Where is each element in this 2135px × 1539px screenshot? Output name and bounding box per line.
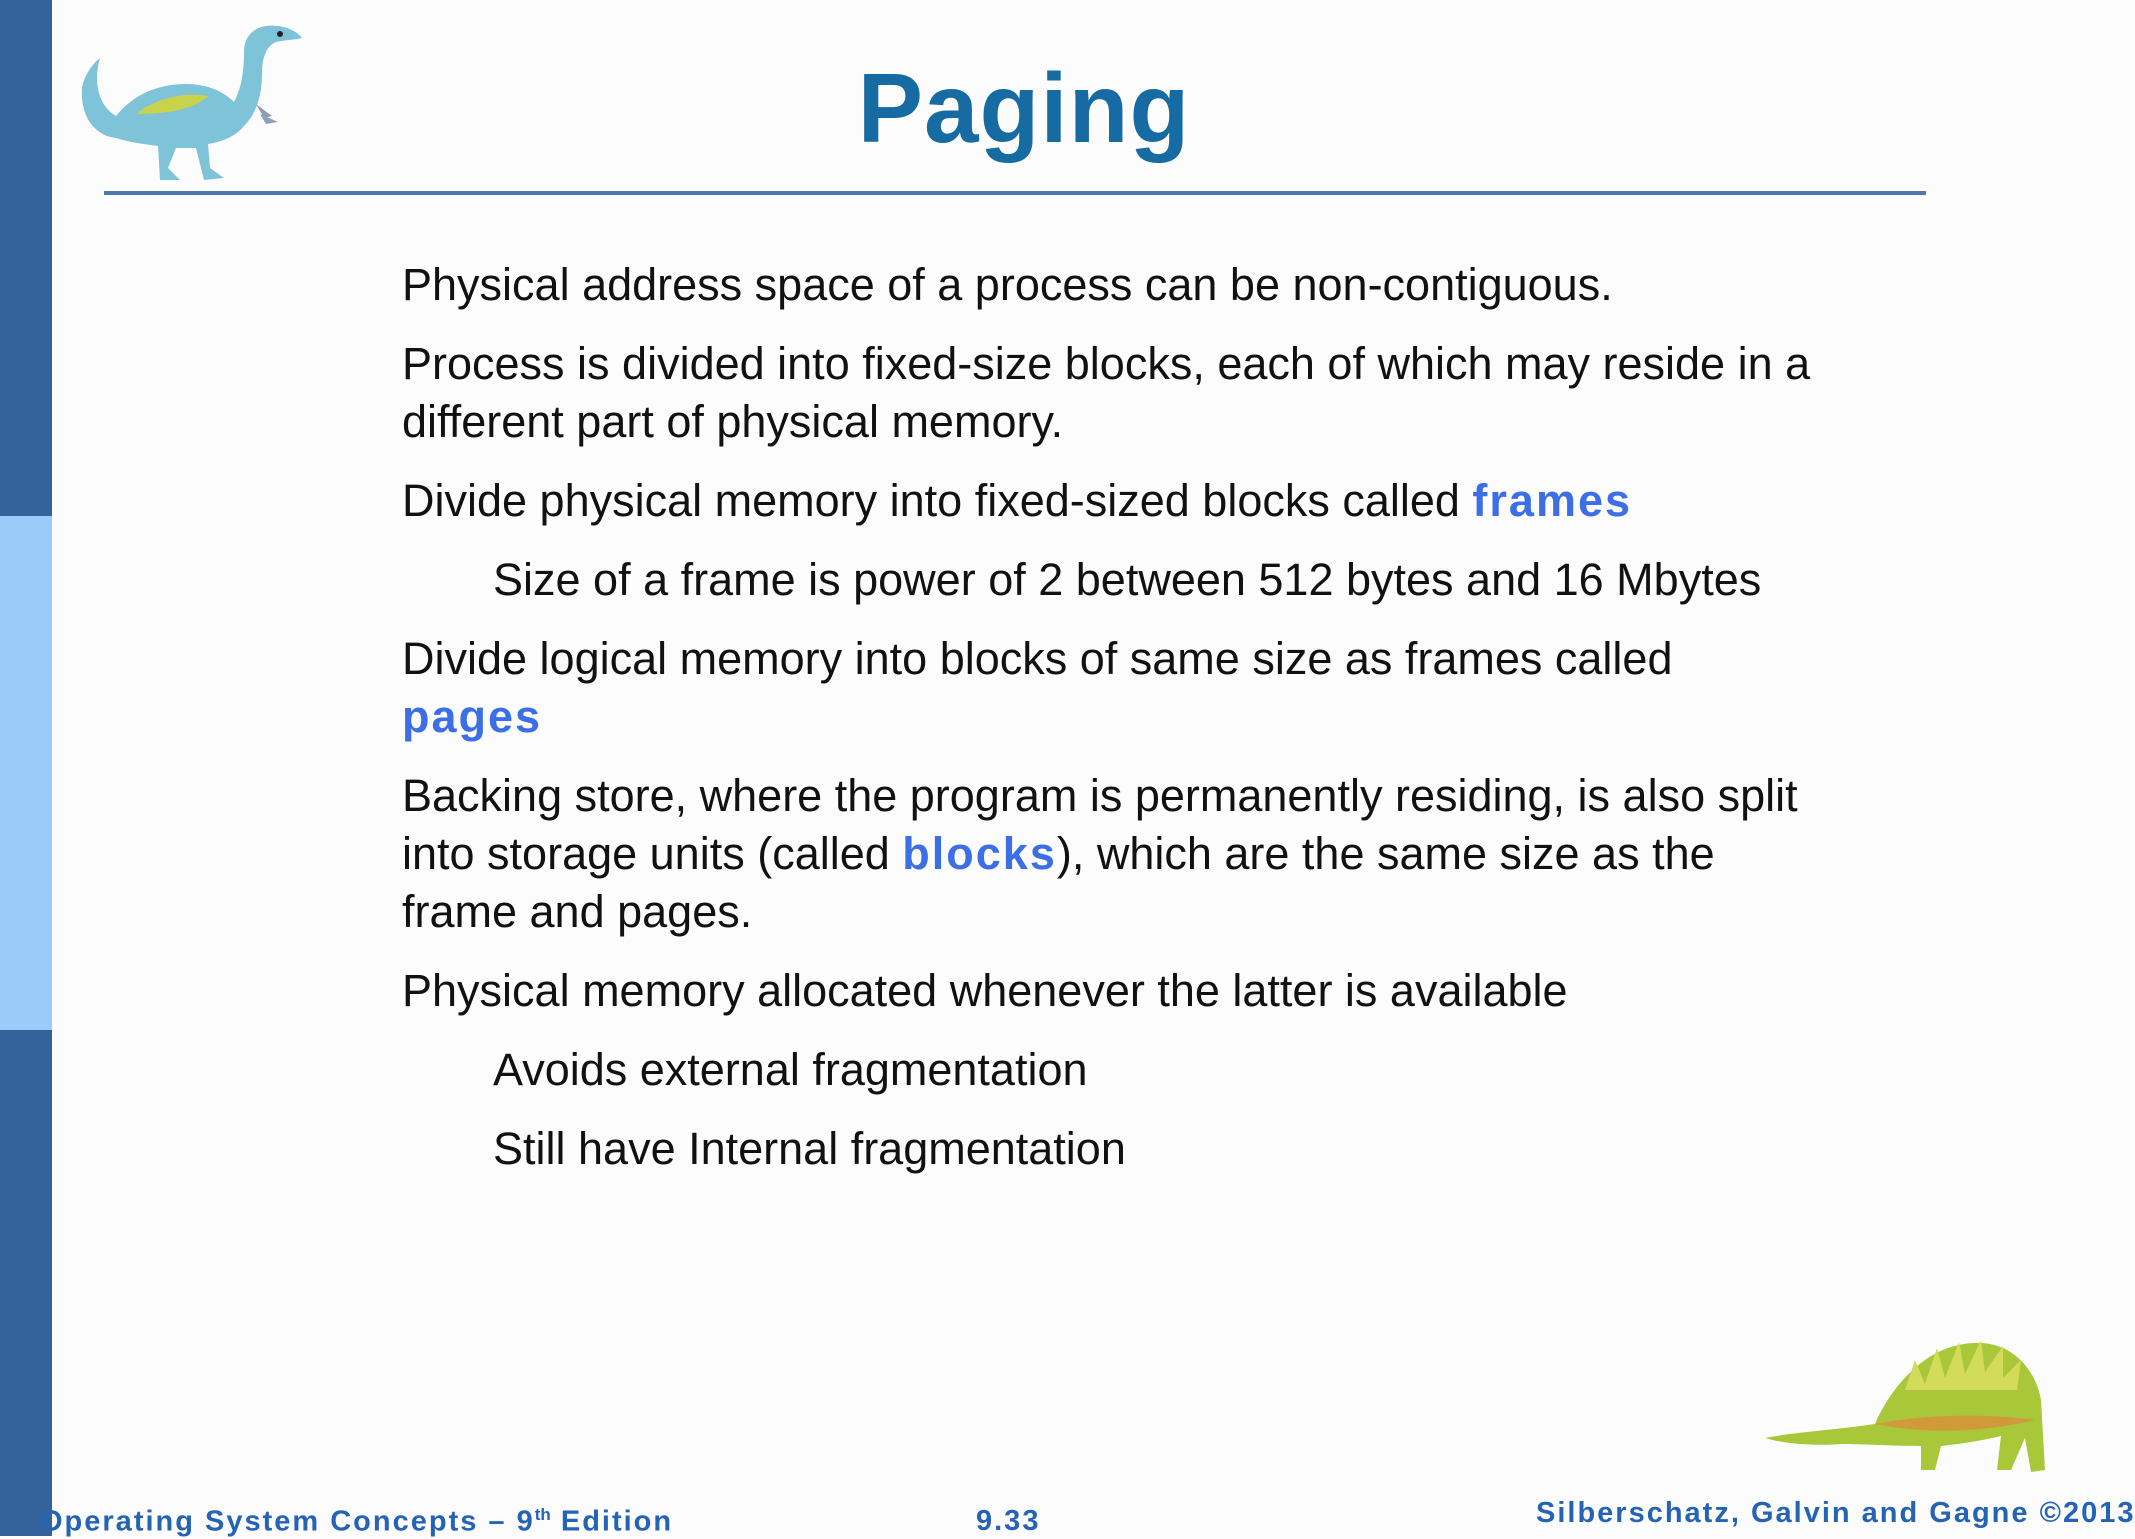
footer-page-number: 9.33	[976, 1505, 1041, 1537]
dinosaur-standing-icon	[81, 25, 302, 181]
bullet-item: Divide logical memory into blocks of sam…	[402, 633, 1673, 742]
term-frames: frames	[1472, 475, 1633, 526]
dinosaur-stegosaurus-icon	[1765, 1340, 2045, 1472]
bullet-item: Physical memory allocated whenever the l…	[402, 965, 1568, 1016]
sub-bullet-item: Size of a frame is power of 2 between 51…	[493, 554, 1762, 605]
term-blocks: blocks	[902, 828, 1057, 879]
slide-body: Physical address space of a process can …	[402, 256, 1822, 1199]
sub-bullet-item: Still have Internal fragmentation	[493, 1123, 1126, 1174]
footer-book-title: Operating System Concepts – 9th Edition	[40, 1505, 674, 1538]
left-sidebar-highlight	[0, 516, 52, 1030]
bullet-item: Backing store, where the program is perm…	[402, 770, 1798, 937]
footer-authors: Silberschatz, Galvin and Gagne ©2013	[1536, 1497, 2135, 1529]
bullet-item: Process is divided into fixed-size block…	[402, 338, 1811, 447]
title-divider	[104, 191, 1926, 195]
term-pages: pages	[402, 691, 543, 742]
slide-title: Paging	[857, 53, 1191, 163]
bullet-item: Physical address space of a process can …	[402, 259, 1613, 310]
sub-bullet-item: Avoids external fragmentation	[493, 1044, 1088, 1095]
bullet-item: Divide physical memory into fixed-sized …	[402, 475, 1633, 526]
